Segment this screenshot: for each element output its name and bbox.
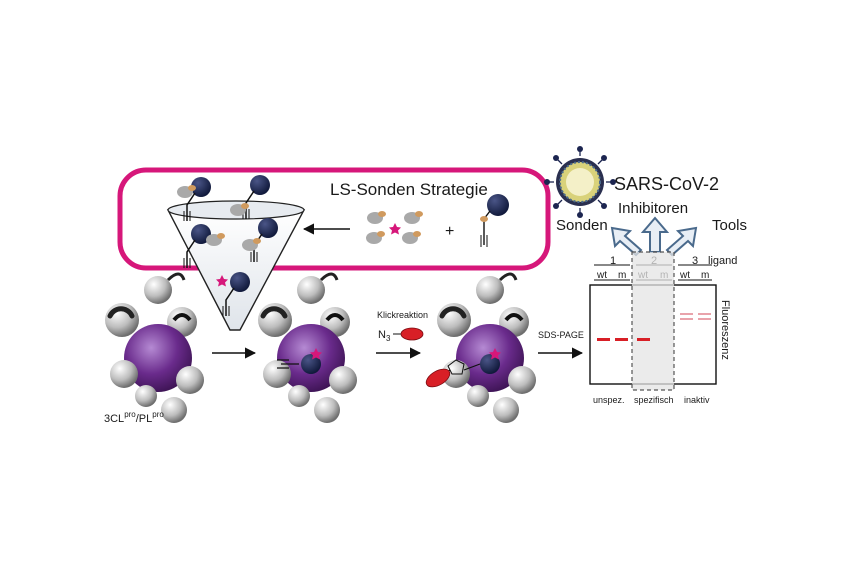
band-lane1-wt xyxy=(597,338,610,341)
band-lane3-m-b xyxy=(698,318,711,320)
strategy-box xyxy=(117,167,551,271)
virus-name: SARS-CoV-2 xyxy=(614,174,719,194)
output-tools: Tools xyxy=(712,217,747,234)
sublane-m-1: m xyxy=(618,270,626,281)
probe-icon xyxy=(480,194,509,247)
band-lane3-wt-a xyxy=(680,313,693,315)
output-arrows xyxy=(610,216,698,257)
lane-number-3: 3 xyxy=(692,255,698,267)
protein-target xyxy=(105,274,204,423)
virus-icon xyxy=(544,146,616,218)
output-sonden: Sonden xyxy=(556,217,608,234)
band-lane1-m xyxy=(615,338,628,341)
plus-sign: + xyxy=(445,223,454,240)
lane-number-1: 1 xyxy=(610,255,616,267)
output-inhibitoren: Inhibitoren xyxy=(618,200,688,217)
funnel-star-icon xyxy=(216,275,228,287)
protein-labeled xyxy=(437,274,536,423)
fluoreszenz-label: Fluoreszenz xyxy=(719,300,731,360)
sublane-m-3: m xyxy=(701,270,709,281)
gel-highlight-lane-2 xyxy=(631,251,675,391)
reporter-tag xyxy=(400,327,424,341)
strategy-title: LS-Sonden Strategie xyxy=(330,180,488,199)
category-inaktiv: inaktiv xyxy=(684,395,710,405)
category-unspez: unspez. xyxy=(593,395,625,405)
gel-bands xyxy=(597,313,711,341)
band-lane3-wt-b xyxy=(680,318,693,320)
fluorophore-star-icon xyxy=(389,223,401,235)
sublane-wt-3: wt xyxy=(679,270,690,281)
sublane-wt-1: wt xyxy=(596,270,607,281)
sds-label: SDS-PAGE xyxy=(538,330,584,340)
category-spezifisch: spezifisch xyxy=(634,395,674,405)
protein-label: 3CLpro/PLpro xyxy=(104,410,164,425)
click-label: Klickreaktion xyxy=(377,310,428,320)
protein-bound xyxy=(258,274,357,423)
band-lane2-wt xyxy=(637,338,650,341)
azide-label: N3 xyxy=(378,329,391,343)
ligand-label: ligand xyxy=(708,255,737,267)
band-lane3-m-a xyxy=(698,313,711,315)
reporter-tag-bound xyxy=(425,368,451,388)
